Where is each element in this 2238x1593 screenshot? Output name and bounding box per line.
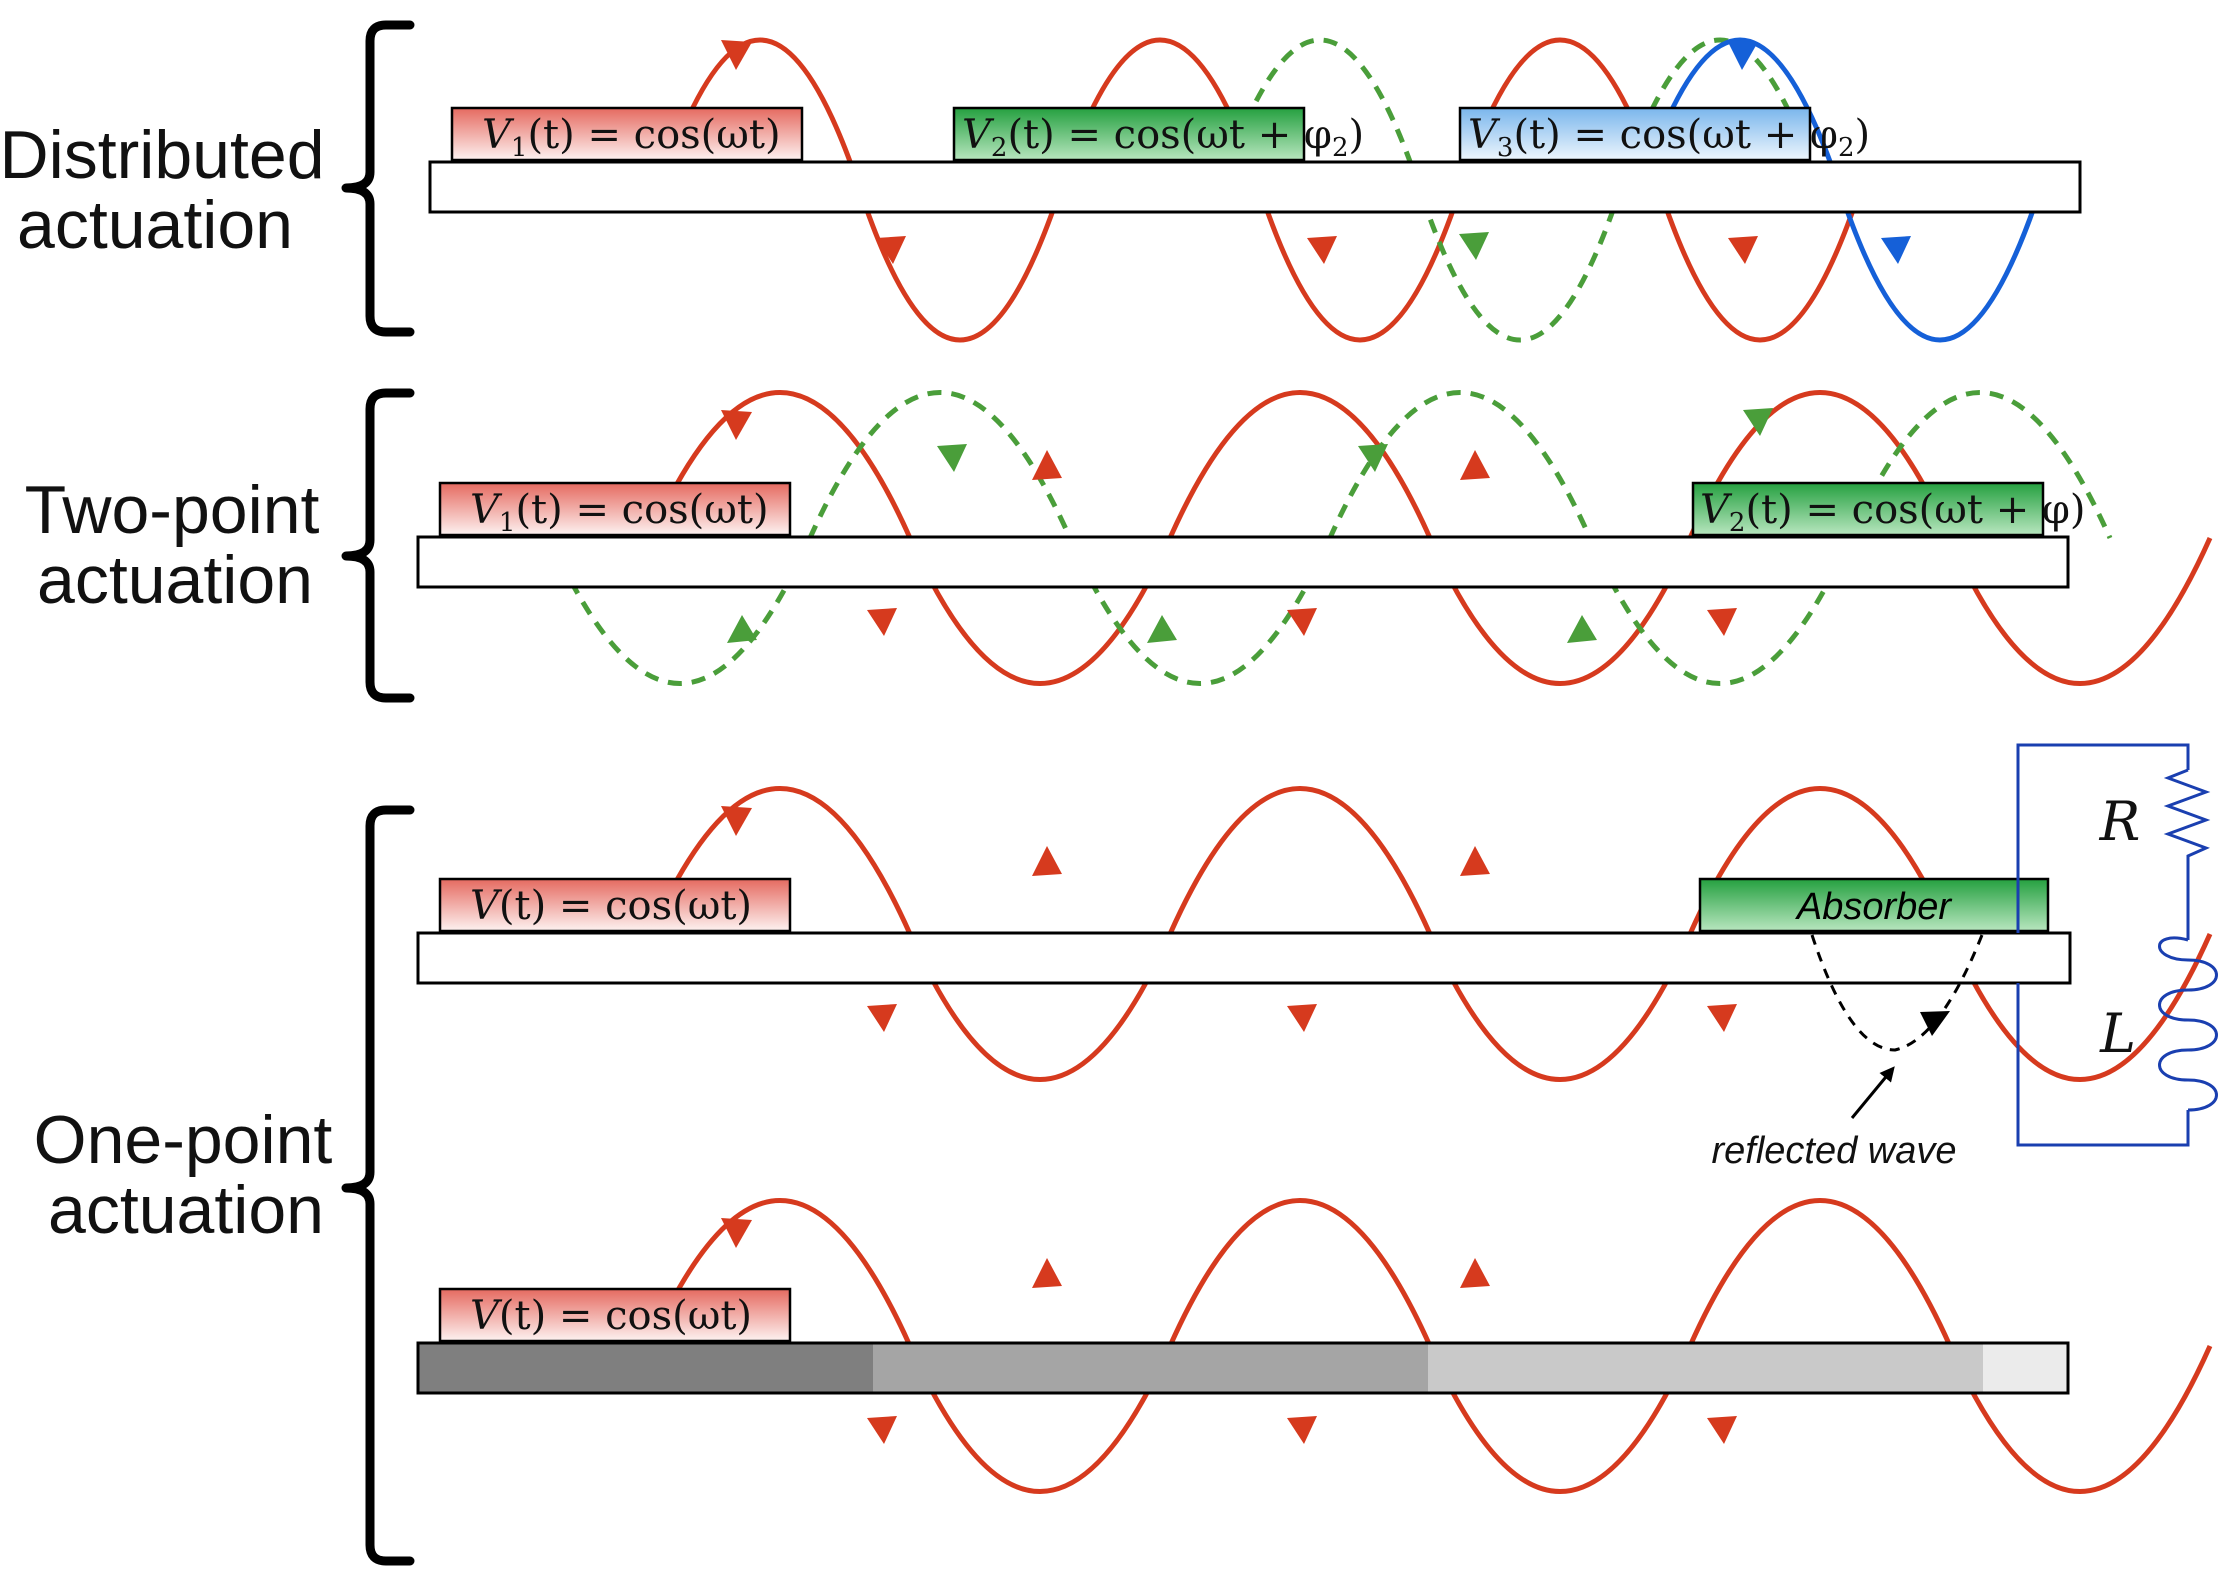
arrow-head: [867, 1416, 897, 1444]
brace: [341, 20, 415, 337]
svg-text:Absorber: Absorber: [1795, 886, 1953, 928]
brace: [341, 805, 415, 1566]
svg-text:V3(t) = cos(ωt + φ2): V3(t) = cos(ωt + φ2): [1468, 112, 1870, 163]
section-two-point: Two-point actuation V1(t) = cos(ωt) V2(t…: [25, 388, 2213, 703]
arrow-head: [1459, 232, 1489, 260]
arrow-head: [1743, 408, 1773, 436]
arrow-head: [1460, 450, 1490, 480]
inductor-label: L: [2099, 1002, 2136, 1065]
section-label: Distributed: [0, 117, 325, 193]
svg-text:V1(t) = cos(ωt): V1(t) = cos(ωt): [482, 112, 781, 163]
brace: [341, 388, 415, 703]
wave-green-dashed: [1217, 37, 1823, 343]
arrow-head: [1567, 615, 1597, 643]
plate: [416, 535, 2070, 589]
reflected-wave-label: reflected wave: [1711, 1130, 1956, 1172]
section-label: actuation: [48, 1172, 324, 1248]
arrow-head: [721, 410, 752, 440]
resistor-label: R: [2099, 790, 2141, 853]
section-label: One-point: [34, 1102, 333, 1178]
arrow-head: [1307, 236, 1337, 264]
arrow-head: [867, 608, 897, 636]
arrow-head: [876, 236, 906, 264]
arrow-head: [721, 40, 752, 70]
graded-plate: [416, 1341, 2070, 1395]
plate: [416, 931, 2072, 985]
arrow-head: [1881, 236, 1911, 264]
arrow-head: [937, 444, 967, 472]
arrow-head: [1707, 608, 1737, 636]
actuator-v: V(t) = cos(ωt): [438, 877, 792, 933]
absorber: Absorber: [1698, 877, 2050, 933]
svg-text:V(t) = cos(ωt): V(t) = cos(ωt): [470, 1293, 752, 1339]
actuator-v3: V3(t) = cos(ωt + φ2): [1458, 106, 1870, 163]
actuator-v1: V1(t) = cos(ωt): [438, 481, 792, 538]
svg-text:V(t) = cos(ωt): V(t) = cos(ωt): [470, 883, 752, 929]
arrow-head: [1460, 1258, 1490, 1288]
reflected-wave-pointer: [1850, 1066, 1895, 1119]
arrow-head: [1460, 846, 1490, 876]
arrow-head: [1707, 1004, 1737, 1032]
svg-text:V2(t) = cos(ωt + φ2): V2(t) = cos(ωt + φ2): [962, 112, 1364, 163]
arrow-head: [1032, 1258, 1062, 1288]
arrow-head: [721, 806, 752, 836]
arrow-head: [1287, 1416, 1317, 1444]
arrow-head: [1707, 1416, 1737, 1444]
subpanel-absorber: V(t) = cos(ωt) Absorber reflected wave R…: [416, 743, 2218, 1172]
actuator-v2: V2(t) = cos(ωt + φ2): [952, 106, 1364, 163]
section-label: actuation: [37, 542, 313, 618]
actuator-v2: V2(t) = cos(ωt + φ): [1691, 481, 2086, 538]
section-one-point: One-point actuation V(t) = cos(ωt) Absor…: [34, 743, 2218, 1566]
svg-text:V1(t) = cos(ωt): V1(t) = cos(ωt): [470, 487, 769, 538]
section-label: actuation: [17, 187, 293, 263]
section-label: Two-point: [25, 472, 320, 548]
arrow-head: [1032, 450, 1062, 480]
reflected-wave-path: [1810, 934, 1984, 1052]
actuator-v: V(t) = cos(ωt): [438, 1287, 792, 1343]
arrow-head: [727, 615, 757, 643]
rl-circuit: [2016, 743, 2218, 1147]
arrow-head: [1920, 1011, 1950, 1036]
arrow-head: [1358, 444, 1388, 472]
arrow-head: [1032, 846, 1062, 876]
arrow-head: [1287, 1004, 1317, 1032]
arrow-head: [721, 1218, 752, 1248]
arrow-head: [1727, 40, 1758, 70]
arrow-head: [1728, 236, 1758, 264]
svg-text:V2(t) = cos(ωt + φ): V2(t) = cos(ωt + φ): [1700, 487, 2086, 538]
arrow-head: [867, 1004, 897, 1032]
actuator-v1: V1(t) = cos(ωt): [450, 106, 804, 163]
plate: [428, 160, 2082, 214]
arrow-head: [1287, 608, 1317, 636]
section-distributed: Distributed actuation V1(t) = cos(ωt) V2…: [0, 20, 2082, 343]
subpanel-graded: V(t) = cos(ωt): [416, 1198, 2213, 1494]
arrow-head: [1147, 615, 1177, 643]
